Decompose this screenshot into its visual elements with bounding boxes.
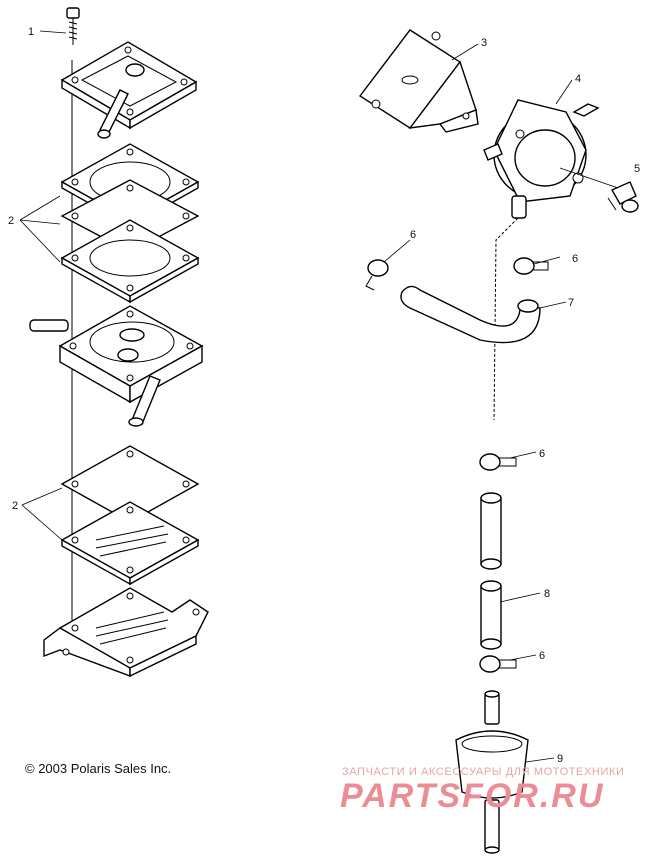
hose-clamp-middle — [479, 453, 517, 471]
elbow-hose-part-7 — [400, 285, 541, 344]
pump-body-center — [29, 305, 204, 427]
fuel-line-axis — [493, 217, 519, 421]
pump-cover-plate — [60, 41, 198, 139]
callout-2-upper: 2 — [8, 215, 14, 227]
callout-1: 1 — [28, 26, 34, 38]
copyright-notice: © 2003 Polaris Sales Inc. — [25, 761, 172, 776]
callout-4: 4 — [575, 73, 581, 85]
bolt-part-5 — [607, 181, 639, 213]
callout-8: 8 — [544, 588, 550, 600]
callout-9: 9 — [557, 753, 563, 765]
callout-3: 3 — [481, 37, 487, 49]
watermark-logo: PARTSFOR.RU — [340, 777, 605, 815]
gasket-round-middle — [60, 219, 200, 304]
callout-6-low: 6 — [539, 650, 545, 662]
fuel-filter-part-9 — [455, 690, 529, 854]
pump-base-plate — [43, 587, 209, 678]
diaphragm-louvred — [60, 501, 200, 586]
fuel-pump-part-4 — [483, 99, 600, 219]
callout-6-mid: 6 — [539, 448, 545, 460]
hose-clamp-upper-right — [513, 257, 549, 275]
callout-5: 5 — [634, 163, 640, 175]
watermark-tagline: ЗАПЧАСТИ И АКСЕССУАРЫ ДЛЯ МОТОТЕХНИКИ — [342, 766, 625, 778]
callout-2-lower: 2 — [12, 500, 18, 512]
callout-6-left: 6 — [410, 229, 416, 241]
hose-clamp-lower — [479, 655, 517, 673]
straight-hose-part-8 — [480, 580, 502, 650]
callout-7: 7 — [568, 297, 574, 309]
hose-clamp-left — [365, 259, 389, 291]
leader-lines — [19, 30, 619, 763]
mounting-bracket-part-3 — [358, 29, 479, 133]
screw-part-1 — [66, 7, 80, 45]
straight-hose-upper — [480, 492, 502, 570]
callout-6-right: 6 — [572, 253, 578, 265]
